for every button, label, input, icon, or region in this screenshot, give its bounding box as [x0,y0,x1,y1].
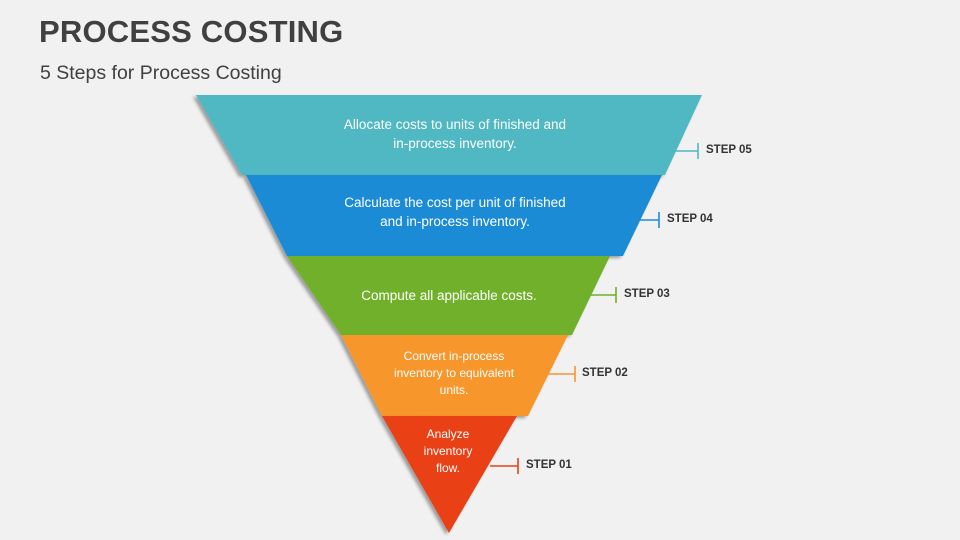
connector-step-04 [631,212,660,228]
connector-step-05 [670,143,699,159]
step-03-line-1: Compute all applicable costs. [361,288,537,303]
step-04-line-2: and in-process inventory. [380,214,530,229]
funnel-band-step-02 [341,335,568,416]
step-02-line-3: units. [439,383,469,397]
page-title: PROCESS COSTING [39,14,344,49]
funnel-band-step-03 [287,256,610,335]
connector-step-03 [586,287,617,303]
step-05-line-2: in-process inventory. [393,136,517,151]
step-05-label: STEP 05 [706,144,752,156]
step-01-description: Analyze inventory flow. [424,426,473,477]
step-04-line-1: Calculate the cost per unit of finished [344,195,566,210]
funnel-band-step-04 [246,175,662,256]
step-03-label: STEP 03 [624,288,670,300]
step-02-label: STEP 02 [582,367,628,379]
step-04-label: STEP 04 [667,213,713,225]
connector-step-01 [490,458,519,474]
step-01-label: STEP 01 [526,459,572,471]
step-02-line-2: inventory to equivalent [393,366,515,380]
step-01-line-2: inventory [423,444,473,458]
step-02-description: Convert in-process inventory to equivale… [394,348,514,399]
funnel-band-step-01 [382,416,517,533]
step-05-description: Allocate costs to units of finished and … [344,115,566,153]
step-05-line-1: Allocate costs to units of finished and [343,117,567,132]
funnel-band-step-05 [196,95,702,175]
step-03-description: Compute all applicable costs. [361,286,537,305]
page-subtitle: 5 Steps for Process Costing [40,62,282,84]
step-01-line-1: Analyze [426,427,470,441]
step-02-line-1: Convert in-process [403,349,505,363]
step-01-line-3: flow. [435,461,461,475]
step-04-description: Calculate the cost per unit of finished … [344,193,565,231]
connector-step-02 [546,366,576,382]
